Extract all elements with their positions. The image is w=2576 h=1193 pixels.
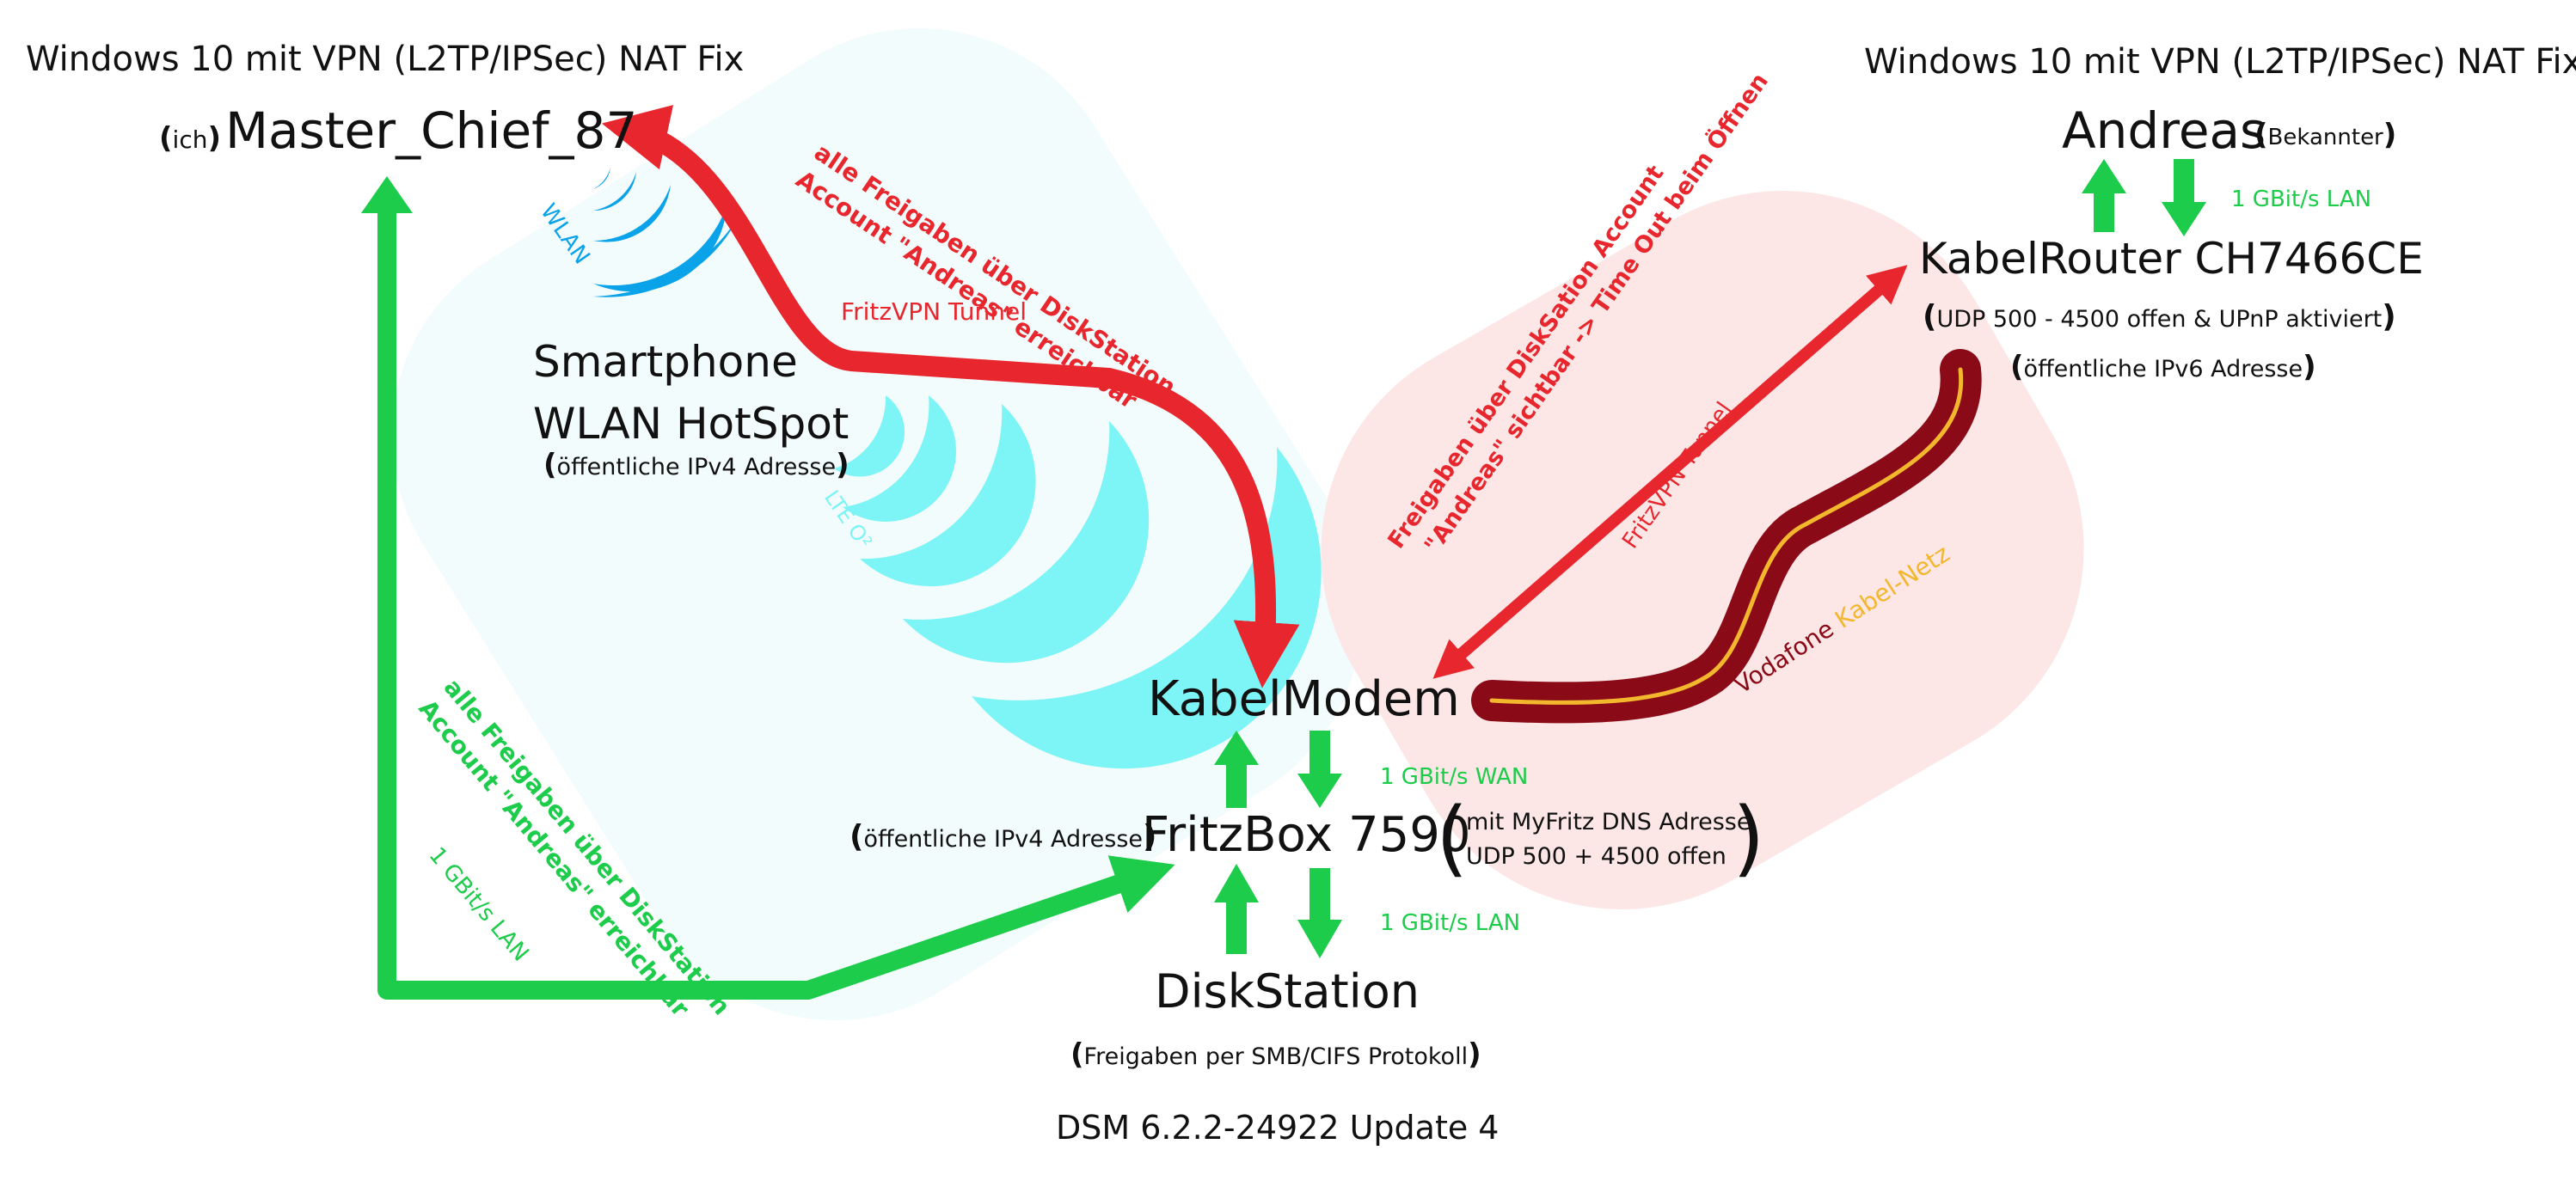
smartphone-ip-paren-close: )	[836, 448, 849, 482]
diskstation-note: Freigaben per SMB/CIFS Protokoll	[1084, 1043, 1469, 1070]
diskstation-paren-close: )	[1468, 1037, 1481, 1072]
diskstation-label: DiskStation	[1155, 964, 1420, 1019]
green-path-link-label: 1 GBit/s LAN	[424, 842, 534, 966]
fritzvpn-tunnel-left-arrow	[601, 105, 1300, 688]
fritzbox-ip-paren-open: (	[849, 819, 863, 854]
red-tunnel-left-label: FritzVPN Tunnel	[841, 297, 1027, 326]
left-prefix-paren-open: (	[159, 121, 173, 156]
right-os-label: Windows 10 mit VPN (L2TP/IPSec) NAT Fix	[1864, 42, 2576, 82]
kabelrouter-ip-note: öffentliche IPv6 Adresse	[2024, 356, 2303, 382]
fritzbox-ip-note: öffentliche IPv4 Adresse	[863, 826, 1143, 853]
kabelrouter-paren-close: )	[2382, 299, 2395, 334]
kabelrouter-ip-paren-close: )	[2303, 350, 2316, 384]
fritzbox-big-paren-close: )	[1733, 790, 1764, 886]
fritzbox-link-label: 1 GBit/s LAN	[1380, 910, 1520, 936]
hotspot-label: WLAN HotSpot	[533, 399, 849, 449]
left-os-label: Windows 10 mit VPN (L2TP/IPSec) NAT Fix	[26, 40, 744, 79]
kabelrouter-paren-open: (	[1923, 299, 1936, 334]
green-lan-path	[377, 211, 1175, 1000]
dsm-version-label: DSM 6.2.2-24922 Update 4	[1056, 1109, 1500, 1147]
diskstation-note-line: (Freigaben per SMB/CIFS Protokoll)	[1070, 1037, 1481, 1072]
left-prefix-paren-close: )	[207, 121, 221, 156]
andreas-suffix-line: (Bekannter)	[2254, 118, 2396, 152]
green-up-arrowhead	[361, 176, 413, 213]
modem-fritzbox-link-arrows	[1214, 731, 1342, 808]
kabelmodem-label: KabelModem	[1148, 671, 1460, 727]
kabelrouter-ip-paren-open: (	[2010, 350, 2024, 384]
andreas-suffix-paren-close: )	[2383, 118, 2397, 152]
kabelmodem-link-label: 1 GBit/s WAN	[1380, 764, 1528, 790]
kabelrouter-ip-line: (öffentliche IPv6 Adresse)	[2010, 350, 2316, 384]
andreas-label: Andreas	[2062, 101, 2266, 160]
smartphone-label: Smartphone	[533, 337, 798, 387]
fritzbox-note-line1: mit MyFritz DNS Adresse	[1466, 809, 1751, 835]
fritzbox-diskstation-link-arrows	[1214, 864, 1342, 958]
andreas-suffix-paren-open: (	[2254, 118, 2268, 152]
fritzbox-big-paren-open: (	[1436, 790, 1468, 886]
smartphone-ip-note: öffentliche IPv4 Adresse	[557, 454, 837, 480]
fritzbox-ip-paren-close: )	[1143, 819, 1156, 854]
fritzbox-note-line2: UDP 500 + 4500 offen	[1466, 843, 1727, 870]
andreas-link-label: 1 GBit/s LAN	[2231, 187, 2371, 212]
fritzbox-ip-line: (öffentliche IPv4 Adresse)	[849, 819, 1156, 854]
kabelrouter-label: KabelRouter CH7466CE	[1919, 234, 2424, 284]
smartphone-ip-paren-open: (	[543, 448, 557, 482]
left-prefix: ich	[173, 125, 208, 154]
kabelrouter-note: UDP 500 - 4500 offen & UPnP aktiviert	[1936, 306, 2382, 333]
andreas-suffix: Bekannter	[2268, 125, 2384, 150]
smartphone-ip-line: (öffentliche IPv4 Adresse)	[543, 448, 849, 482]
master-chief-label: Master_Chief_87	[225, 101, 637, 160]
andreas-router-link-arrows	[2082, 159, 2206, 236]
kabelrouter-note-line: (UDP 500 - 4500 offen & UPnP aktiviert)	[1923, 299, 2396, 334]
left-client-line: (ich)	[159, 121, 221, 156]
diskstation-paren-open: (	[1070, 1037, 1084, 1072]
fritzbox-label: FritzBox 7590	[1142, 807, 1470, 863]
fritzvpn-tunnel-right-arrow	[1432, 265, 1908, 679]
